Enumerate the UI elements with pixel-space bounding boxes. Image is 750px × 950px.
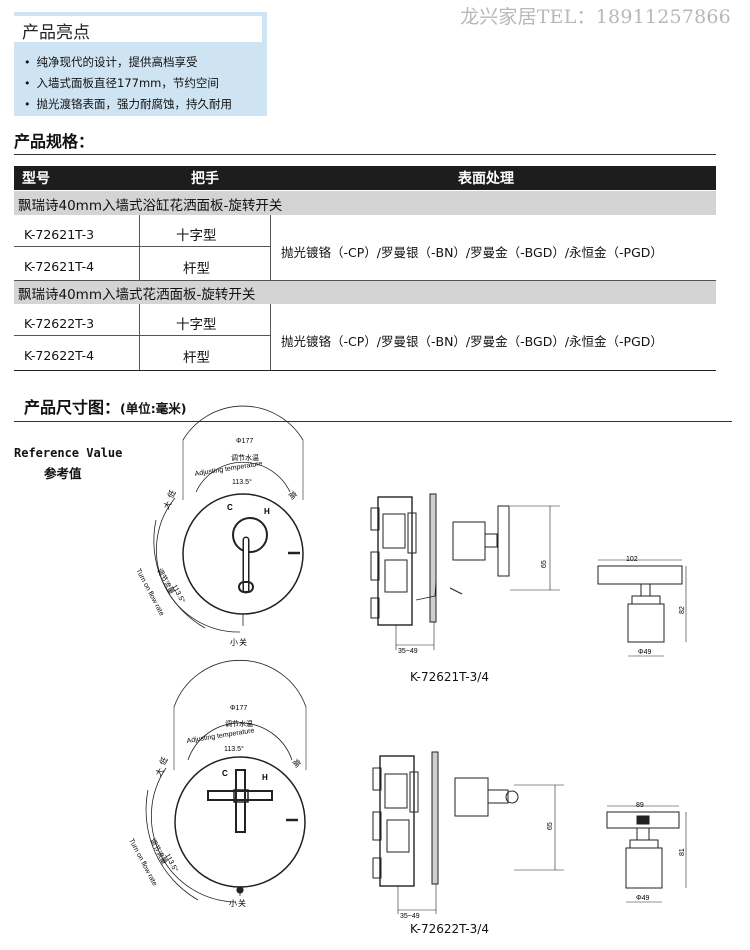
svg-text:高: 高 [290, 757, 303, 770]
svg-text:65: 65 [541, 560, 548, 568]
finish-cell: 抛光镀铬（-CP）/罗曼银（-BN）/罗曼金（-BGD）/永恒金（-PGD） [281, 334, 663, 349]
svg-text:82: 82 [679, 606, 686, 614]
drawing-caption: K-72621T-3/4 [410, 670, 489, 684]
svg-text:113.5°: 113.5° [232, 478, 252, 486]
header-handle: 把手 [191, 171, 219, 187]
section-divider [14, 154, 716, 155]
contact-watermark: 龙兴家居TEL：18911257866 [460, 6, 731, 28]
highlight-item: 纯净现代的设计，提供高档享受 [24, 54, 198, 70]
highlight-item: 抛光渡铬表面，强力耐腐蚀，持久耐用 [24, 96, 233, 112]
model-cell: K-72621T-4 [24, 259, 95, 274]
svg-text:大: 大 [153, 766, 166, 778]
svg-text:H: H [264, 507, 270, 516]
highlights-title-bar [14, 16, 262, 42]
reference-value-label-cn: 参考值 [44, 466, 82, 481]
handle-cell: 十字型 [176, 317, 217, 333]
model-cell: K-72622T-3 [24, 316, 95, 331]
svg-text:C: C [222, 769, 228, 778]
svg-text:低: 低 [165, 488, 178, 500]
highlights-title: 产品亮点 [22, 23, 90, 43]
finish-cell: 抛光镀铬（-CP）/罗曼银（-BN）/罗曼金（-BGD）/永恒金（-PGD） [281, 245, 663, 260]
svg-text:35~49: 35~49 [400, 913, 420, 920]
handle-cell: 十字型 [176, 228, 217, 244]
section-divider [14, 421, 732, 422]
svg-text:调节流量: 调节流量 [148, 837, 169, 866]
svg-text:C: C [227, 503, 233, 512]
svg-text:小: 小 [229, 899, 237, 908]
svg-text:113.5°: 113.5° [224, 745, 244, 753]
svg-text:关: 关 [239, 637, 247, 647]
svg-text:35~49: 35~49 [398, 648, 418, 655]
drawing-caption: K-72622T-3/4 [410, 922, 489, 936]
svg-text:小: 小 [230, 638, 238, 647]
svg-text:Adjusting temperature: Adjusting temperature [186, 727, 255, 745]
svg-text:89: 89 [636, 802, 644, 809]
dia-label: Φ177 [236, 438, 253, 445]
reference-value-label: Reference Value [14, 446, 123, 460]
highlight-item: 入墙式面板直径177mm，节约空间 [24, 75, 219, 91]
spec-group-name: 飘瑞诗40mm入墙式浴缸花洒面板-旋转开关 [18, 198, 283, 214]
svg-text:H: H [262, 773, 268, 782]
svg-text:调节水温: 调节水温 [225, 719, 253, 728]
spec-group-name: 飘瑞诗40mm入墙式花洒面板-旋转开关 [18, 287, 256, 303]
front-plate [174, 756, 306, 888]
svg-text:65: 65 [547, 822, 554, 830]
spec-group-row [14, 191, 716, 215]
spec-group-row [14, 280, 716, 304]
header-finish: 表面处理 [458, 171, 514, 187]
svg-text:低: 低 [157, 755, 170, 767]
model-cell: K-72621T-3 [24, 227, 95, 242]
handle-cell: 杆型 [183, 350, 210, 366]
svg-text:102: 102 [626, 556, 638, 563]
svg-text:Φ49: Φ49 [636, 895, 649, 902]
spec-table-header [14, 166, 716, 190]
svg-text:调节水温: 调节水温 [231, 453, 259, 462]
svg-text:大: 大 [161, 499, 174, 511]
svg-text:81: 81 [679, 848, 686, 856]
svg-text:Φ177: Φ177 [230, 705, 247, 712]
svg-text:关: 关 [238, 898, 246, 908]
dimensions-title: 产品尺寸图：(单位:毫米) [24, 398, 187, 417]
svg-text:Φ49: Φ49 [638, 649, 651, 656]
handle-cell: 杆型 [183, 261, 210, 277]
header-model: 型号 [22, 171, 50, 187]
specs-title: 产品规格： [14, 132, 95, 151]
model-cell: K-72622T-4 [24, 348, 95, 363]
